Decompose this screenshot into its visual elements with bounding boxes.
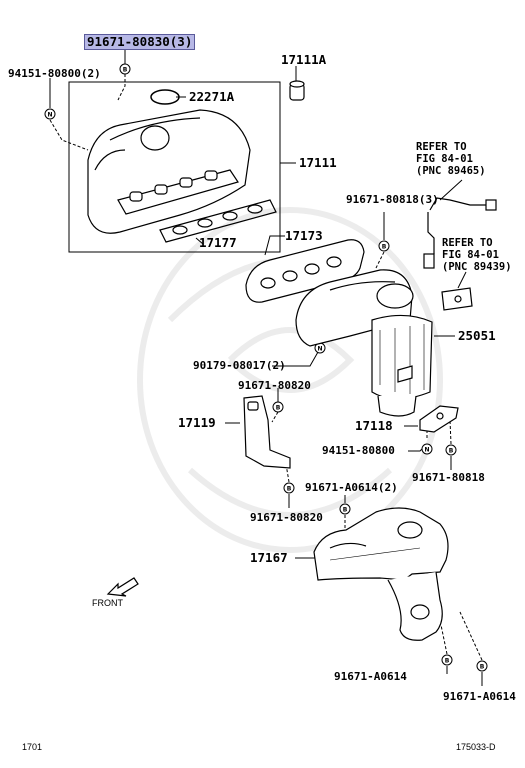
part-label-90179-08017[interactable]: 90179-08017(2): [193, 359, 286, 372]
refer-note-line: (PNC 89439): [442, 261, 512, 273]
refer-note-89465[interactable]: REFER TO FIG 84-01 (PNC 89465): [416, 141, 486, 177]
front-label: FRONT: [92, 598, 123, 608]
part-label-17111A[interactable]: 17111A: [281, 52, 327, 67]
part-label-94151-80800[interactable]: 94151-80800: [322, 444, 395, 457]
nut-marker: [44, 108, 56, 120]
bolt-marker: [441, 654, 453, 666]
gasket-17173: [245, 239, 365, 303]
part-label-25051[interactable]: 25051: [458, 328, 496, 343]
bolt-marker: [272, 401, 284, 413]
part-label-91671-A0614-left[interactable]: 91671-A0614: [334, 670, 407, 683]
manifold-converter-25051: [295, 269, 433, 417]
part-label-91671-A0614-right[interactable]: 91671-A0614: [443, 690, 516, 703]
svg-text:B: B: [123, 67, 128, 74]
svg-text:N: N: [424, 447, 429, 454]
bolt-marker: [339, 503, 351, 515]
svg-text:B: B: [445, 658, 450, 665]
part-label-94151-80800-top[interactable]: 94151-80800(2): [8, 67, 101, 80]
bracket-17118: [419, 405, 459, 433]
bolt-marker: [283, 482, 295, 494]
part-label-22271A[interactable]: 22271A: [189, 89, 235, 104]
part-label-91671-80820-lower[interactable]: 91671-80820: [250, 511, 323, 524]
svg-text:B: B: [276, 405, 281, 412]
gasket-17177: [159, 199, 277, 243]
refer-note-line: REFER TO: [416, 141, 467, 153]
manifold-group-box: [68, 81, 281, 253]
refer-note-line: REFER TO: [442, 237, 493, 249]
refer-note-line: FIG 84-01: [416, 153, 473, 165]
part-label-17177[interactable]: 17177: [199, 235, 237, 250]
part-label-17119[interactable]: 17119: [178, 415, 216, 430]
bolt-marker: [119, 63, 131, 75]
front-arrow-icon: [106, 577, 139, 597]
sensor-bracket-89439: [441, 287, 473, 311]
svg-text:B: B: [480, 664, 485, 671]
nut-marker: [421, 443, 433, 455]
bracket-17119: [243, 395, 291, 469]
svg-text:B: B: [449, 448, 454, 455]
part-label-91671-80820-upper[interactable]: 91671-80820: [238, 379, 311, 392]
part-label-17167[interactable]: 17167: [250, 550, 288, 565]
refer-note-line: FIG 84-01: [442, 249, 499, 261]
gasket-ring-22271A: [150, 89, 180, 105]
part-label-91671-A0614-2[interactable]: 91671-A0614(2): [305, 481, 398, 494]
svg-text:N: N: [47, 112, 52, 119]
svg-text:B: B: [343, 507, 348, 514]
part-label-17118[interactable]: 17118: [355, 418, 393, 433]
refer-note-89439[interactable]: REFER TO FIG 84-01 (PNC 89439): [442, 237, 512, 273]
sleeve-17111A: [289, 80, 305, 101]
part-label-17111[interactable]: 17111: [299, 155, 337, 170]
footer-right-code: 175033-D: [456, 742, 496, 752]
part-label-91671-80830[interactable]: 91671-80830(3): [84, 34, 196, 50]
part-label-91671-80818[interactable]: 91671-80818: [412, 471, 485, 484]
svg-text:N: N: [317, 346, 322, 353]
heat-insulator-17167: [313, 507, 449, 641]
bolt-marker: [445, 444, 457, 456]
footer-left-code: 1701: [22, 742, 43, 752]
part-label-91671-80818-3[interactable]: 91671-80818(3): [346, 193, 439, 206]
oxygen-sensor-89465: [423, 197, 497, 269]
bolt-marker: [378, 240, 390, 252]
svg-text:B: B: [382, 244, 387, 251]
bolt-marker: [476, 660, 488, 672]
refer-note-line: (PNC 89465): [416, 165, 486, 177]
part-label-17173[interactable]: 17173: [285, 228, 323, 243]
exhaust-manifold-17111: [87, 109, 251, 234]
svg-text:B: B: [287, 486, 292, 493]
